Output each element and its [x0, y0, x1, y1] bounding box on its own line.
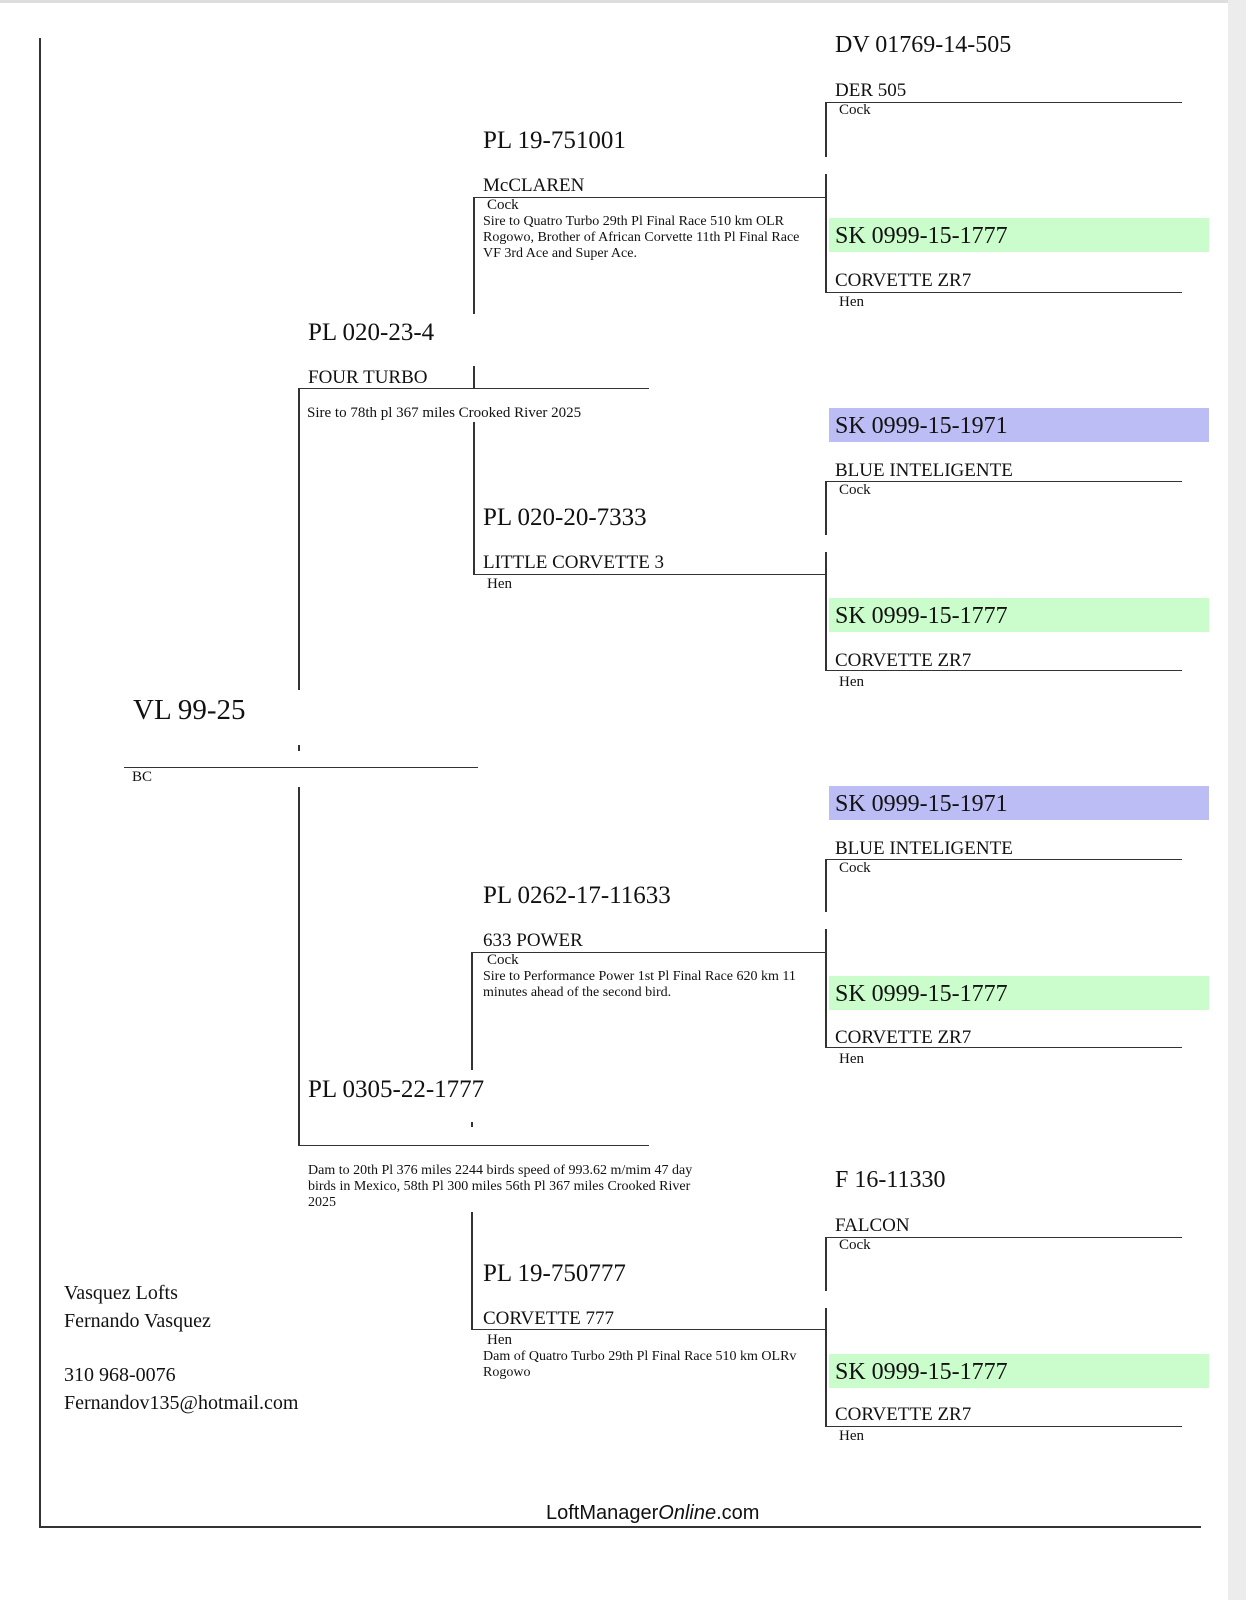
gen4-highlight-green [829, 218, 1209, 252]
gen4-band-number: SK 0999-15-1777 [835, 603, 1008, 629]
gen4-line [825, 1047, 1182, 1048]
gen4-sex: Cock [839, 482, 871, 498]
gen3-connector [825, 1237, 827, 1291]
ds-connector [471, 1122, 473, 1127]
footer-brand-prefix: LoftManager [546, 1502, 659, 1524]
sire-note: Sire to 78th pl 367 miles Crooked River … [307, 405, 582, 421]
gen4-line [825, 481, 1182, 482]
ds-line [471, 952, 826, 953]
sd-name: LITTLE CORVETTE 3 [483, 552, 665, 573]
gen4-name: CORVETTE ZR7 [835, 650, 972, 671]
gen4-highlight-green [829, 1354, 1209, 1388]
gen4-highlight-green [829, 976, 1209, 1010]
sire-band-number: PL 020-23-4 [308, 319, 435, 346]
dam-note: Dam to 20th Pl 376 miles 2244 birds spee… [308, 1163, 693, 1210]
ss-line [473, 197, 826, 198]
footer-brand-italic: Online [658, 1502, 717, 1524]
bottom-border-line [39, 1526, 1201, 1528]
gen3-connector [825, 102, 827, 157]
gen4-highlight-blue [829, 408, 1209, 442]
gen4-name: CORVETTE ZR7 [835, 270, 972, 291]
dd-name: CORVETTE 777 [483, 1308, 614, 1329]
subject-connector [298, 745, 300, 751]
ds-band-number: PL 0262-17-11633 [483, 882, 671, 909]
ds-name: 633 POWER [483, 930, 583, 951]
dd-band-number: PL 19-750777 [483, 1260, 626, 1287]
page-right-edge [1228, 0, 1246, 1600]
gen3-connector [825, 174, 827, 292]
gen3-connector [825, 1308, 827, 1426]
gen4-sex: Hen [839, 674, 864, 690]
gen4-band-number: F 16-11330 [835, 1167, 946, 1193]
dam-line [298, 1145, 649, 1146]
sd-line [473, 574, 826, 575]
ss-sex: Cock [487, 197, 519, 213]
subject-band-number: VL 99-25 [133, 694, 246, 726]
breeder-loft-name: Vasquez Lofts [64, 1282, 178, 1304]
gen3-connector [825, 481, 827, 535]
gen4-name: FALCON [835, 1215, 910, 1236]
subject-line [124, 767, 478, 768]
breeder-phone: 310 968-0076 [64, 1364, 176, 1386]
gen4-line [825, 102, 1182, 103]
gen4-sex: Hen [839, 294, 864, 310]
gen4-band-number: DV 01769-14-505 [835, 32, 1012, 58]
dd-sex: Hen [487, 1332, 512, 1348]
breeder-owner-name: Fernando Vasquez [64, 1310, 211, 1332]
sire-line [298, 388, 649, 389]
footer-brand-suffix: .com [716, 1502, 760, 1524]
sd-sex: Hen [487, 576, 512, 592]
gen4-line [825, 859, 1182, 860]
ds-vertical-line [471, 952, 473, 1070]
dam-band-number: PL 0305-22-1777 [308, 1076, 485, 1103]
gen4-sex: Cock [839, 860, 871, 876]
left-border-line [39, 38, 41, 1528]
dd-vertical-line [471, 1212, 473, 1329]
gen4-band-number: SK 0999-15-1971 [835, 413, 1008, 439]
gen4-sex: Hen [839, 1428, 864, 1444]
sire-name: FOUR TURBO [308, 367, 428, 388]
gen4-sex: Hen [839, 1051, 864, 1067]
gen4-line [825, 1237, 1182, 1238]
dam-vertical-line [298, 787, 300, 1145]
dd-note: Dam of Quatro Turbo 29th Pl Final Race 5… [483, 1349, 797, 1380]
gen4-line [825, 292, 1182, 293]
dd-line [471, 1329, 826, 1330]
gen4-name: BLUE INTELIGENTE [835, 460, 1013, 481]
gen4-name: DER 505 [835, 80, 907, 101]
ss-name: McCLAREN [483, 175, 585, 196]
gen4-highlight-blue [829, 786, 1209, 820]
gen4-band-number: SK 0999-15-1777 [835, 1359, 1008, 1385]
gen4-sex: Cock [839, 102, 871, 118]
ds-sex: Cock [487, 952, 519, 968]
ds-note: Sire to Performance Power 1st Pl Final R… [483, 969, 796, 1000]
sd-band-number: PL 020-20-7333 [483, 504, 647, 531]
sd-vertical-line [473, 422, 475, 574]
gen4-name: BLUE INTELIGENTE [835, 838, 1013, 859]
gen3-connector [825, 552, 827, 670]
sire-vertical-line [298, 388, 300, 690]
page-top-edge [0, 0, 1246, 3]
gen4-band-number: SK 0999-15-1971 [835, 791, 1008, 817]
gen4-name: CORVETTE ZR7 [835, 1027, 972, 1048]
ss-connector [473, 366, 475, 388]
breeder-email: Fernandov135@hotmail.com [64, 1392, 299, 1414]
footer-brand-logo: LoftManagerOnline.com [546, 1503, 759, 1523]
gen4-name: CORVETTE ZR7 [835, 1404, 972, 1425]
gen3-connector [825, 859, 827, 912]
gen4-line [825, 1426, 1182, 1427]
gen3-connector [825, 929, 827, 1047]
gen4-highlight-green [829, 598, 1209, 632]
ss-band-number: PL 19-751001 [483, 127, 626, 154]
gen4-band-number: SK 0999-15-1777 [835, 981, 1008, 1007]
gen4-sex: Cock [839, 1237, 871, 1253]
gen4-band-number: SK 0999-15-1777 [835, 223, 1008, 249]
ss-vertical-line [473, 197, 475, 314]
gen4-line [825, 670, 1182, 671]
subject-sex: BC [132, 769, 153, 785]
ss-note: Sire to Quatro Turbo 29th Pl Final Race … [483, 214, 800, 261]
